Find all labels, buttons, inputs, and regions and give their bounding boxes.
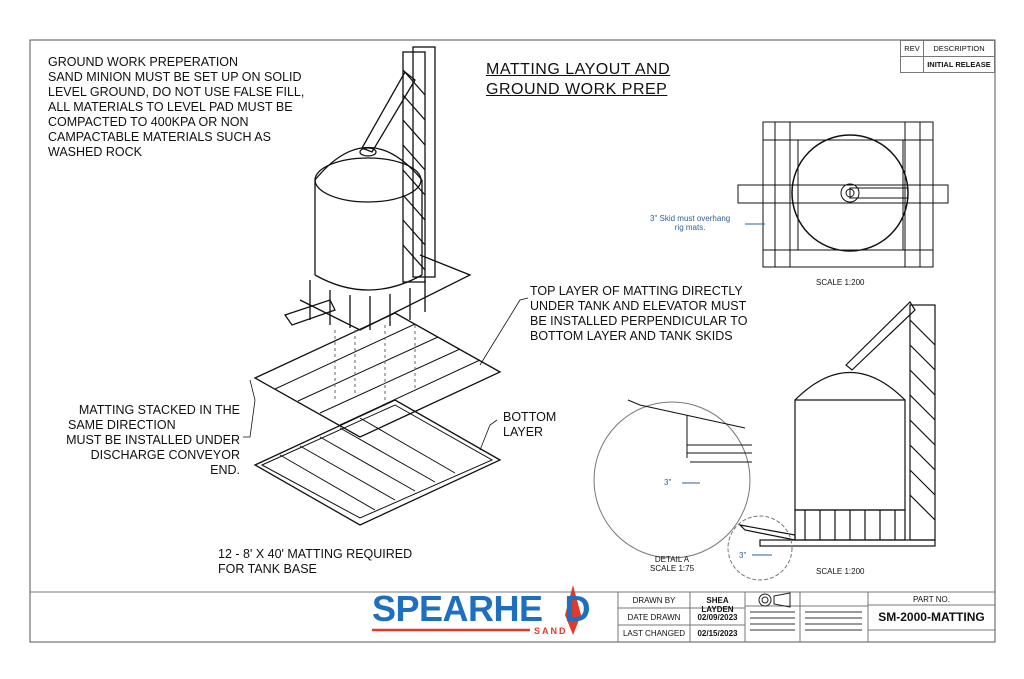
detail-a-label: DETAIL A SCALE 1:75 xyxy=(650,555,694,573)
title-block-grid xyxy=(30,591,995,642)
top-mat-layer xyxy=(253,312,502,438)
note-line: ALL MATERIALS TO LEVEL PAD MUST BE xyxy=(48,100,293,114)
top-layer-note: TOP LAYER OF MATTING DIRECTLY UNDER TANK… xyxy=(530,284,747,344)
note-line: UNDER TANK AND ELEVATOR MUST xyxy=(530,299,747,313)
note-line: FOR TANK BASE xyxy=(218,562,317,576)
rev-header: REV xyxy=(900,40,924,57)
spearhead-logo xyxy=(372,585,581,635)
note-line: DETAIL A xyxy=(654,555,690,564)
note-line: TOP LAYER OF MATTING DIRECTLY xyxy=(530,284,743,298)
leader-lines xyxy=(243,297,529,451)
part-no-label: PART NO. xyxy=(913,595,950,604)
note-line: MATTING STACKED IN THE xyxy=(78,403,240,417)
description-header: DESCRIPTION xyxy=(923,40,995,57)
note-line: DISCHARGE CONVEYOR xyxy=(90,448,240,462)
bottom-mat-layer xyxy=(253,399,502,526)
top-view-scale: SCALE 1:200 xyxy=(816,278,865,287)
stacked-matting-note: MATTING STACKED IN THE SAME DIRECTION MU… xyxy=(48,403,240,478)
note-line: BE INSTALLED PERPENDICULAR TO xyxy=(530,314,748,328)
top-view xyxy=(737,121,949,268)
note-line: CAMPACTABLE MATERIALS SUCH AS xyxy=(48,130,271,144)
note-line: SAND MINION MUST BE SET UP ON SOLID xyxy=(48,70,302,84)
note-line: 3" Skid must overhang xyxy=(650,214,731,223)
title-line: MATTING LAYOUT AND xyxy=(486,61,671,78)
date-drawn-label: DATE DRAWN xyxy=(627,613,681,622)
rev-cell xyxy=(900,56,924,73)
side-view-scale: SCALE 1:200 xyxy=(816,567,865,576)
sheet-border xyxy=(29,39,996,643)
page-title: MATTING LAYOUT AND GROUND WORK PREP xyxy=(486,60,670,100)
side-dimension: 3" xyxy=(739,551,747,560)
last-changed-value: 02/15/2023 xyxy=(697,629,738,638)
note-line: WASHED ROCK xyxy=(48,145,142,159)
note-line: BOTTOM xyxy=(503,410,557,424)
note-line: SCALE 1:75 xyxy=(650,564,695,573)
title-line: GROUND WORK PREP xyxy=(486,81,668,98)
note-line: LAYER xyxy=(503,425,544,439)
note-line: GROUND WORK PREPERATION xyxy=(48,55,239,69)
iso-tank xyxy=(283,46,472,331)
note-line: SAME DIRECTION xyxy=(68,418,176,432)
note-line: END. xyxy=(210,463,240,477)
date-drawn-value: 02/09/2023 xyxy=(697,613,738,622)
logo-subtitle: SAND xyxy=(534,626,568,636)
matting-required-note: 12 - 8' X 40' MATTING REQUIRED FOR TANK … xyxy=(218,547,412,577)
ground-work-note: GROUND WORK PREPERATION SAND MINION MUST… xyxy=(48,55,304,160)
note-line: 12 - 8' X 40' MATTING REQUIRED xyxy=(218,547,413,561)
drawn-by-label: DRAWN BY xyxy=(632,596,676,605)
note-line: BOTTOM LAYER AND TANK SKIDS xyxy=(530,329,733,343)
part-no-value: SM-2000-MATTING xyxy=(878,610,985,624)
last-changed-label: LAST CHANGED xyxy=(622,629,686,638)
bottom-layer-note: BOTTOM LAYER xyxy=(503,410,556,440)
detail-dimension: 3" xyxy=(664,478,672,487)
side-view xyxy=(738,301,936,547)
note-line: COMPACTED TO 400KPA OR NON xyxy=(48,115,249,129)
description-cell: INITIAL RELEASE xyxy=(923,56,995,73)
note-line: MUST BE INSTALLED UNDER xyxy=(66,433,240,447)
note-line: rig mats. xyxy=(674,223,706,232)
detail-a xyxy=(593,399,793,581)
skid-overhang-note: 3" Skid must overhang rig mats. xyxy=(650,214,730,232)
note-line: LEVEL GROUND, DO NOT USE FALSE FILL, xyxy=(48,85,305,99)
drawn-by-value: SHEA LAYDEN xyxy=(701,596,734,614)
